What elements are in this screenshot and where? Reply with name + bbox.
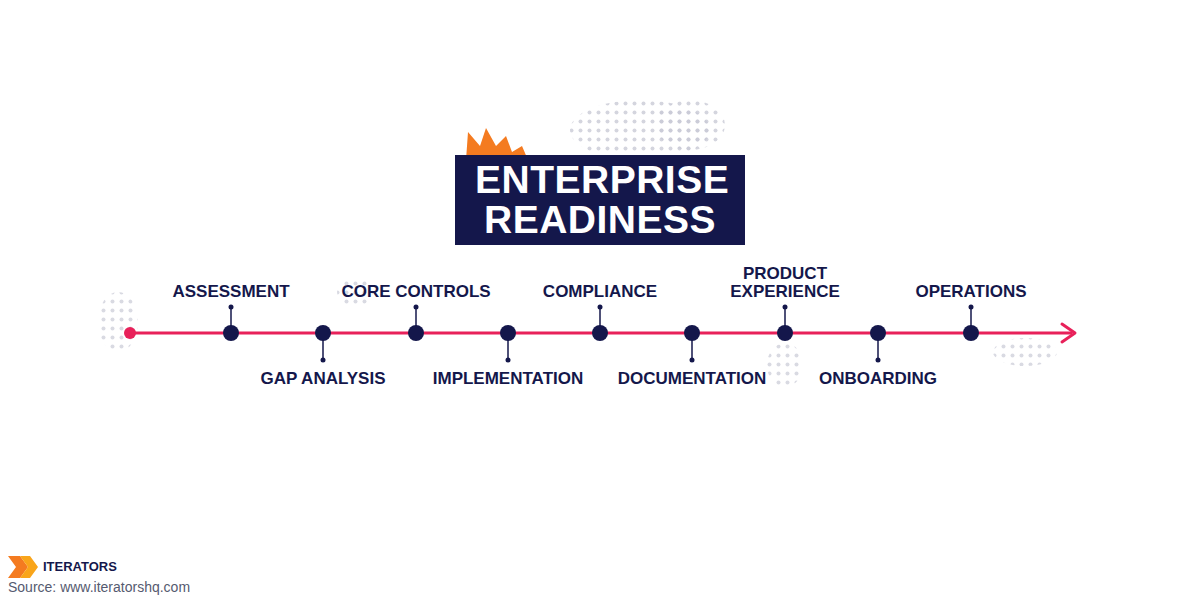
dot-texture <box>993 338 1057 366</box>
milestone-label: IMPLEMENTATION <box>433 370 583 388</box>
source-note: Source: www.iteratorshq.com <box>8 579 190 595</box>
tick-dot <box>506 358 511 363</box>
milestone-dot <box>315 325 331 341</box>
milestone-label: CORE CONTROLS <box>341 283 490 301</box>
milestone-dot <box>223 325 239 341</box>
tick-dot <box>876 358 881 363</box>
tick-dot <box>969 305 974 310</box>
milestone-label: COMPLIANCE <box>543 283 657 301</box>
milestone-dot <box>592 325 608 341</box>
tick-dot <box>414 305 419 310</box>
logo-icon <box>8 556 38 578</box>
milestone-dot <box>684 325 700 341</box>
milestone-label: PRODUCT EXPERIENCE <box>729 265 841 301</box>
tick-dot <box>783 305 788 310</box>
dot-texture <box>767 343 803 387</box>
logo-text: ITERATORS <box>43 559 117 574</box>
milestone-dot <box>408 325 424 341</box>
milestone-dot <box>870 325 886 341</box>
title-box: ENTERPRISE READINESS <box>455 155 745 245</box>
title-text: ENTERPRISE READINESS <box>475 160 725 240</box>
milestone-dot <box>500 325 516 341</box>
dot-texture <box>655 100 725 150</box>
milestone-label: DOCUMENTATION <box>618 370 767 388</box>
tick-dot <box>690 358 695 363</box>
milestone-label: OPERATIONS <box>915 283 1026 301</box>
start-dot <box>124 327 136 339</box>
milestone-label: ONBOARDING <box>819 370 937 388</box>
milestone-dot <box>963 325 979 341</box>
timeline-arrowhead <box>1062 324 1075 342</box>
milestone-label: ASSESSMENT <box>172 283 289 301</box>
milestone-label: GAP ANALYSIS <box>260 370 385 388</box>
tick-dot <box>321 358 326 363</box>
tick-dot <box>229 305 234 310</box>
dot-texture <box>98 292 138 352</box>
tick-dot <box>598 305 603 310</box>
milestones <box>223 305 979 363</box>
milestone-dot <box>777 325 793 341</box>
